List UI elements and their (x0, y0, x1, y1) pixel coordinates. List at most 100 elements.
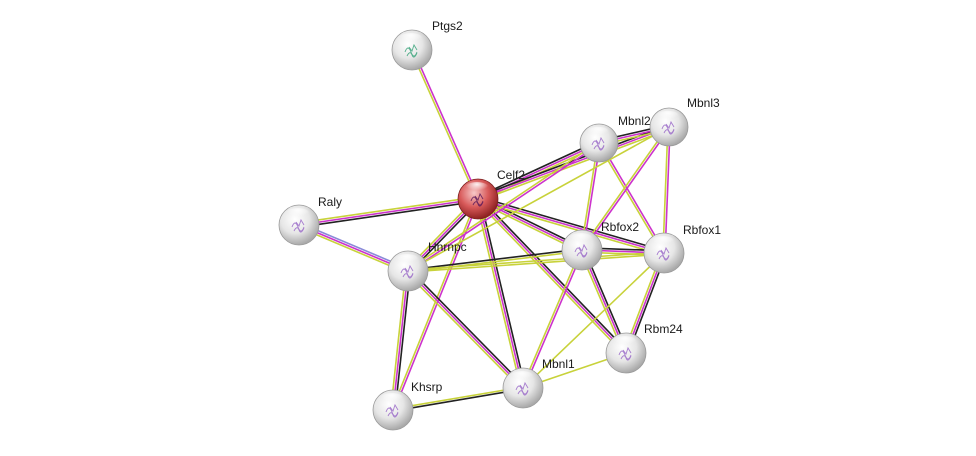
edge-line-textmining (392, 386, 523, 410)
edge-celf2-mbnl1[interactable] (475, 198, 526, 389)
edge-line-textmining (390, 270, 407, 410)
edge-line-textmining (521, 249, 582, 388)
node-highlight (286, 208, 310, 220)
edge-ptgs2-celf2[interactable] (410, 49, 480, 200)
edge-line-experiments (523, 250, 584, 389)
edge-line-coexpression (479, 196, 629, 353)
edge-line-experiments (407, 270, 524, 389)
node-rbm24[interactable]: Rbm24 (605, 322, 683, 374)
node-label: Mbnl2 (618, 114, 651, 128)
node-label: Rbm24 (644, 322, 683, 336)
node-label: Hnrnpc (428, 240, 467, 254)
edge-line-experiments (477, 198, 524, 389)
node-highlight (395, 254, 419, 266)
node-highlight (399, 33, 423, 45)
edge-line-experiments (412, 49, 480, 199)
edge-mbnl3-rbfox2[interactable] (580, 125, 671, 252)
edge-line-textmining (407, 126, 670, 272)
node-ptgs2[interactable]: Ptgs2 (391, 19, 463, 71)
edge-line-textmining (522, 252, 665, 389)
node-rbfox2[interactable]: Rbfox2 (561, 220, 639, 271)
edge-hnrnpc-rbfox1[interactable] (407, 251, 665, 273)
edge-line-textmining (478, 128, 671, 202)
node-raly[interactable]: Raly (278, 195, 342, 246)
node-highlight (380, 393, 404, 405)
edge-line-textmining (475, 199, 522, 389)
protein-structure-icon (470, 192, 484, 207)
node-label: Rbfox2 (601, 220, 639, 234)
edge-line-coexpression (479, 198, 526, 388)
edge-line-experiments (477, 198, 665, 254)
edge-hnrnpc-mbnl1[interactable] (405, 268, 526, 391)
edge-mbnl2-hnrnpc[interactable] (406, 141, 601, 273)
node-highlight (656, 110, 680, 123)
node-label: Celf2 (497, 168, 525, 182)
node-celf2[interactable]: Celf2 (457, 168, 525, 220)
edge-line-experiments (392, 270, 409, 411)
node-label: Khsrp (411, 380, 443, 394)
edge-line-textmining (662, 126, 669, 253)
node-highlight (510, 371, 534, 383)
edge-line-experiments (298, 198, 479, 226)
edge-mbnl1-khsrp[interactable] (392, 386, 524, 412)
protein-structure-icon (618, 346, 632, 361)
edge-line-textmining (410, 50, 478, 200)
protein-structure-icon (385, 403, 399, 418)
edge-line-coexpression (393, 388, 524, 412)
edge-line-textmining (580, 125, 669, 250)
protein-structure-icon (515, 381, 529, 396)
node-rbfox1[interactable]: Rbfox1 (643, 223, 721, 274)
edge-line-textmining (408, 253, 665, 273)
node-mbnl2[interactable]: Mbnl2 (579, 114, 651, 163)
node-label: Mbnl1 (542, 357, 575, 371)
edge-line-textmining (405, 271, 523, 391)
edge-line-coexpression (407, 248, 582, 271)
node-label: Raly (318, 195, 342, 209)
edge-line-coexpression (476, 140, 599, 198)
edge-line-textmining (298, 196, 478, 224)
node-khsrp[interactable]: Khsrp (372, 380, 443, 431)
edge-line-experiments (599, 142, 666, 253)
node-highlight (465, 182, 489, 194)
node-hnrnpc[interactable]: Hnrnpc (387, 240, 467, 292)
edge-hnrnpc-khsrp[interactable] (390, 270, 411, 411)
edge-line-experiments (664, 127, 671, 254)
protein-structure-icon (404, 43, 418, 58)
node-label: Rbfox1 (683, 223, 721, 237)
edge-mbnl3-hnrnpc[interactable] (407, 126, 670, 272)
protein-structure-icon (291, 218, 305, 233)
node-mbnl1[interactable]: Mbnl1 (502, 357, 575, 409)
edge-celf2-rbfox1[interactable] (477, 196, 665, 256)
edge-line-textmining (407, 251, 664, 271)
edge-line-textmining (597, 143, 664, 254)
edge-line-experiments (477, 126, 670, 200)
edge-mbnl2-rbfox1[interactable] (597, 142, 666, 254)
node-highlight (613, 336, 637, 348)
node-highlight (586, 126, 610, 139)
edge-celf2-rbm24[interactable] (475, 196, 629, 356)
edge-line-textmining (406, 141, 599, 271)
node-mbnl3[interactable]: Mbnl3 (649, 96, 720, 147)
edge-line-coexpression (408, 268, 526, 388)
edge-rbfox2-mbnl1[interactable] (521, 249, 584, 389)
edge-line-textmining (475, 199, 625, 356)
edge-rbfox1-mbnl1[interactable] (522, 252, 665, 389)
protein-structure-icon (661, 120, 675, 135)
edge-line-experiments (408, 143, 601, 273)
edge-line-coexpression (478, 196, 665, 252)
node-label: Mbnl3 (687, 96, 720, 110)
node-label: Ptgs2 (432, 19, 463, 33)
edge-celf2-raly[interactable] (298, 196, 479, 228)
protein-structure-icon (591, 136, 605, 151)
node-highlight (651, 236, 675, 248)
edge-line-experiments (477, 198, 627, 354)
protein-structure-icon (400, 264, 414, 279)
edge-line-coexpression (394, 271, 411, 411)
protein-structure-icon (574, 243, 588, 258)
node-highlight (569, 233, 593, 245)
edge-line-textmining (477, 200, 664, 256)
protein-structure-icon (656, 246, 670, 261)
edge-mbnl3-rbfox1[interactable] (662, 126, 671, 254)
edge-line-experiments (582, 127, 671, 252)
